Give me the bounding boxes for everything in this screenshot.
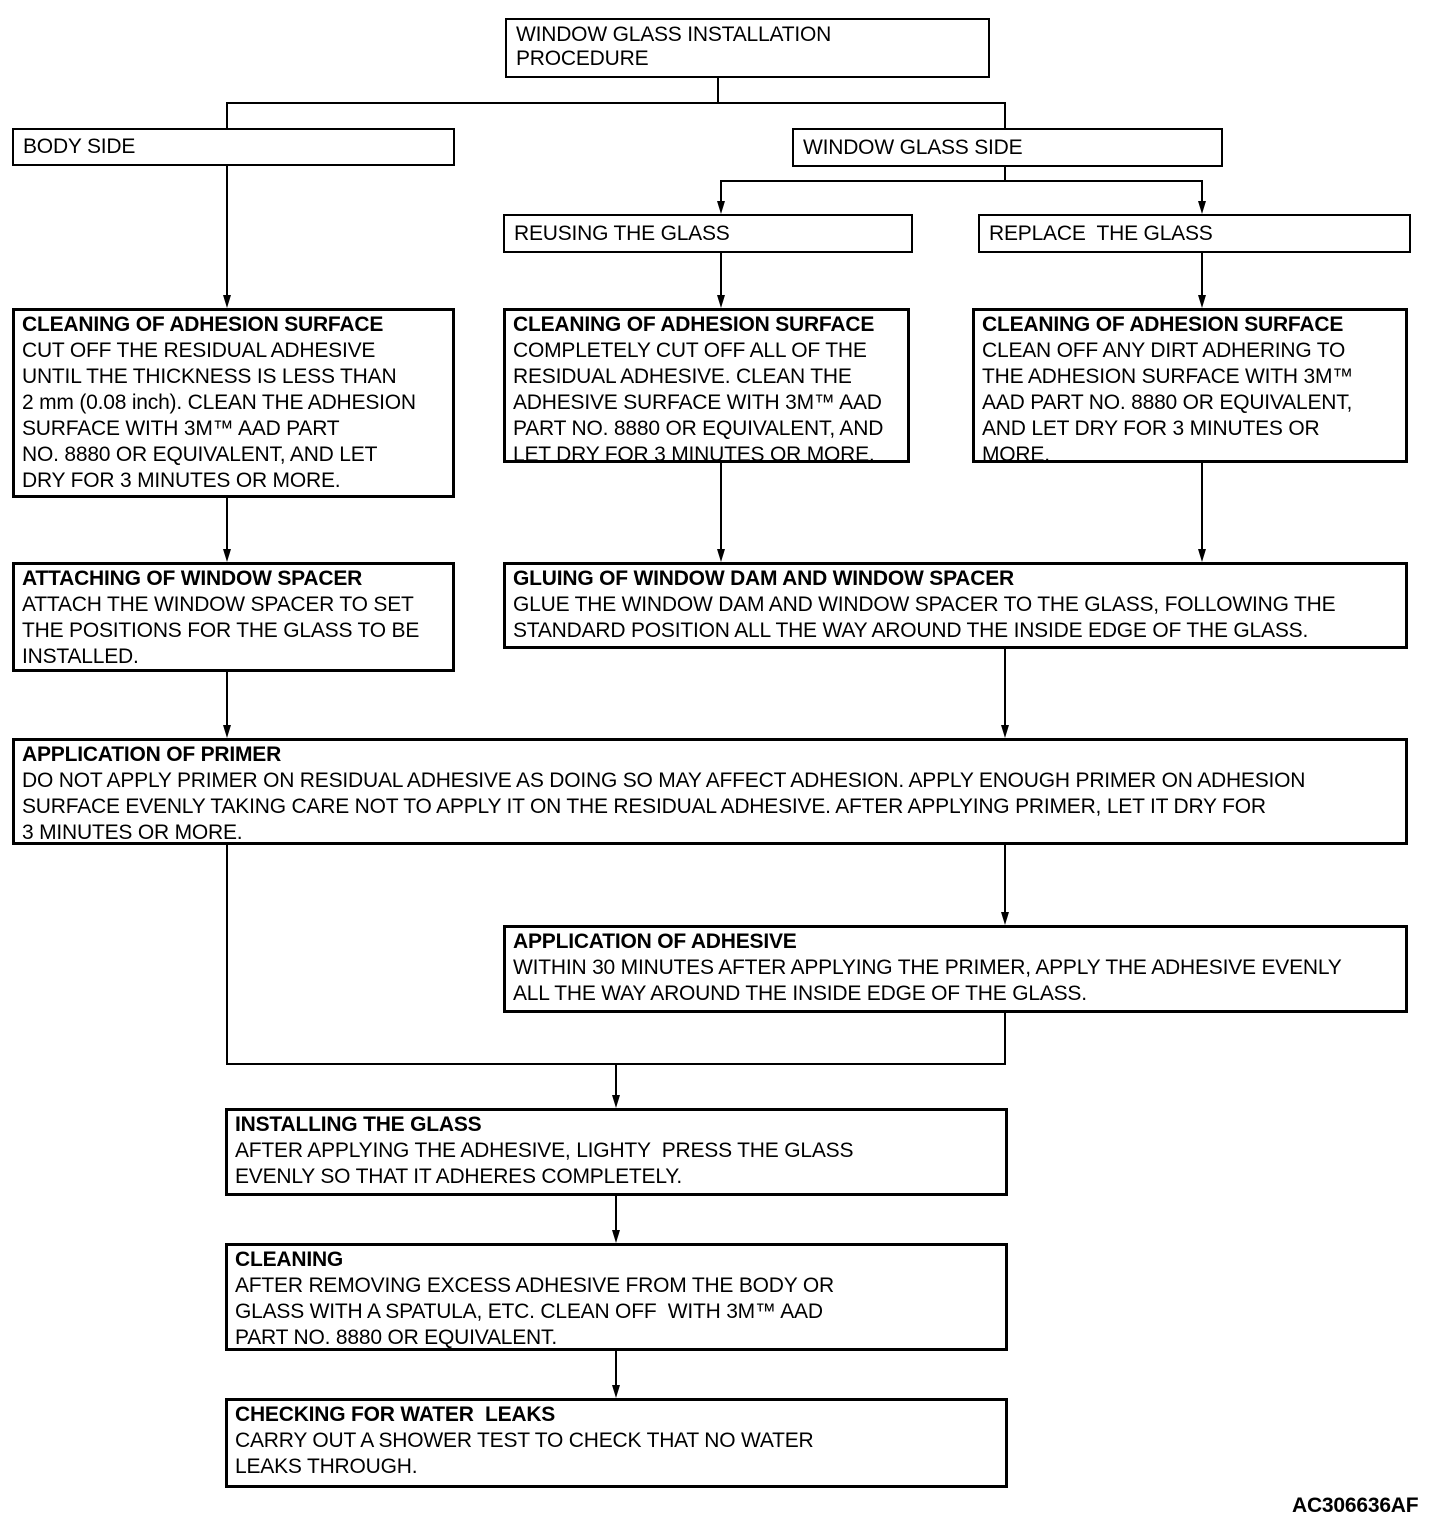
- node-reusing-the-glass: REUSING THE GLASS: [503, 214, 913, 253]
- node-cleaning-adhesion-replace: CLEANING OF ADHESION SURFACE CLEAN OFF A…: [972, 308, 1408, 463]
- node-gluing-window-dam-spacer: GLUING OF WINDOW DAM AND WINDOW SPACER G…: [503, 562, 1408, 649]
- arrow-down-icon: [612, 1385, 620, 1398]
- node-checking-for-water-leaks: CHECKING FOR WATER LEAKS CARRY OUT A SHO…: [225, 1398, 1008, 1488]
- flow-line-primer-to-adhesive: [1004, 845, 1006, 914]
- node-body: AFTER REMOVING EXCESS ADHESIVE FROM THE …: [235, 1274, 834, 1349]
- arrow-down-icon: [223, 295, 231, 308]
- flow-line-reuse-cleaning-to-gluing: [720, 463, 722, 551]
- node-title: CLEANING OF ADHESION SURFACE: [513, 313, 875, 336]
- flow-line-to-window-glass-side: [1004, 102, 1006, 128]
- flow-line-to-body-side: [226, 102, 228, 128]
- node-body: AFTER APPLYING THE ADHESIVE, LIGHTY PRES…: [235, 1139, 854, 1188]
- node-label: WINDOW GLASS INSTALLATION PROCEDURE: [516, 23, 832, 70]
- arrow-down-icon: [612, 1095, 620, 1108]
- node-title: APPLICATION OF ADHESIVE: [513, 930, 797, 953]
- node-title: CHECKING FOR WATER LEAKS: [235, 1403, 556, 1426]
- node-body: ATTACH THE WINDOW SPACER TO SET THE POSI…: [22, 593, 420, 668]
- flow-line-to-reusing: [720, 180, 722, 204]
- node-window-glass-side: WINDOW GLASS SIDE: [792, 128, 1223, 167]
- flow-line-reusing-to-cleaning: [720, 253, 722, 297]
- flow-line-procedure-split: [226, 102, 1006, 104]
- arrow-down-icon: [717, 295, 725, 308]
- node-title: CLEANING: [235, 1248, 344, 1271]
- node-label: WINDOW GLASS SIDE: [803, 135, 1023, 159]
- flow-line-cleaning-to-attaching: [226, 498, 228, 551]
- flow-line-gluing-to-primer: [1004, 649, 1006, 727]
- arrow-down-icon: [223, 549, 231, 562]
- flow-line-body-side-to-cleaning: [226, 166, 228, 297]
- figure-code: AC306636AF: [1292, 1494, 1419, 1517]
- flow-line-replace-to-cleaning: [1201, 253, 1203, 297]
- flow-line-replace-cleaning-to-gluing: [1201, 463, 1203, 551]
- node-body: CLEAN OFF ANY DIRT ADHERING TO THE ADHES…: [982, 339, 1354, 463]
- node-body: CARRY OUT A SHOWER TEST TO CHECK THAT NO…: [235, 1429, 814, 1478]
- flow-line-window-side-down: [1004, 167, 1006, 182]
- node-title: APPLICATION OF PRIMER: [22, 743, 282, 766]
- node-application-of-adhesive: APPLICATION OF ADHESIVE WITHIN 30 MINUTE…: [503, 925, 1408, 1013]
- arrow-down-icon: [1198, 201, 1206, 214]
- flow-line-installing-to-cleaning: [615, 1196, 617, 1231]
- arrow-down-icon: [223, 725, 231, 738]
- node-body: WITHIN 30 MINUTES AFTER APPLYING THE PRI…: [513, 956, 1342, 1005]
- node-application-of-primer: APPLICATION OF PRIMER DO NOT APPLY PRIME…: [12, 738, 1408, 845]
- arrow-down-icon: [1001, 725, 1009, 738]
- node-title: CLEANING OF ADHESION SURFACE: [982, 313, 1344, 336]
- node-title: ATTACHING OF WINDOW SPACER: [22, 567, 363, 590]
- arrow-down-icon: [1198, 295, 1206, 308]
- flow-line-to-installing: [615, 1063, 617, 1096]
- flow-line-adhesive-down: [1004, 1013, 1006, 1065]
- node-title: GLUING OF WINDOW DAM AND WINDOW SPACER: [513, 567, 1015, 590]
- flow-line-to-replace: [1201, 180, 1203, 204]
- arrow-down-icon: [1198, 549, 1206, 562]
- arrow-down-icon: [1001, 912, 1009, 925]
- node-procedure-title: WINDOW GLASS INSTALLATION PROCEDURE: [505, 18, 990, 78]
- node-label: BODY SIDE: [23, 135, 136, 158]
- flow-line-primer-left-down: [226, 845, 228, 1065]
- node-label: REPLACE THE GLASS: [989, 221, 1213, 245]
- node-title: CLEANING OF ADHESION SURFACE: [22, 313, 384, 336]
- node-attaching-window-spacer: ATTACHING OF WINDOW SPACER ATTACH THE WI…: [12, 562, 455, 672]
- node-body: DO NOT APPLY PRIMER ON RESIDUAL ADHESIVE…: [22, 769, 1306, 844]
- node-cleaning-adhesion-reuse: CLEANING OF ADHESION SURFACE COMPLETELY …: [503, 308, 910, 463]
- node-installing-the-glass: INSTALLING THE GLASS AFTER APPLYING THE …: [225, 1108, 1008, 1196]
- flow-line-cleaning-to-checking: [615, 1351, 617, 1386]
- node-title: INSTALLING THE GLASS: [235, 1113, 482, 1136]
- flow-line-procedure-down: [717, 78, 719, 104]
- flow-line-attaching-to-primer: [226, 672, 228, 727]
- node-body-side: BODY SIDE: [12, 128, 455, 166]
- node-body: COMPLETELY CUT OFF ALL OF THE RESIDUAL A…: [513, 339, 884, 463]
- flow-line-window-side-split: [720, 180, 1203, 182]
- arrow-down-icon: [612, 1230, 620, 1243]
- node-cleaning: CLEANING AFTER REMOVING EXCESS ADHESIVE …: [225, 1243, 1008, 1351]
- node-body: CUT OFF THE RESIDUAL ADHESIVE UNTIL THE …: [22, 339, 416, 492]
- node-replace-the-glass: REPLACE THE GLASS: [978, 214, 1411, 253]
- node-body: GLUE THE WINDOW DAM AND WINDOW SPACER TO…: [513, 593, 1336, 642]
- arrow-down-icon: [717, 201, 725, 214]
- node-label: REUSING THE GLASS: [514, 221, 730, 245]
- arrow-down-icon: [717, 549, 725, 562]
- node-cleaning-adhesion-body-side: CLEANING OF ADHESION SURFACE CUT OFF THE…: [12, 308, 455, 498]
